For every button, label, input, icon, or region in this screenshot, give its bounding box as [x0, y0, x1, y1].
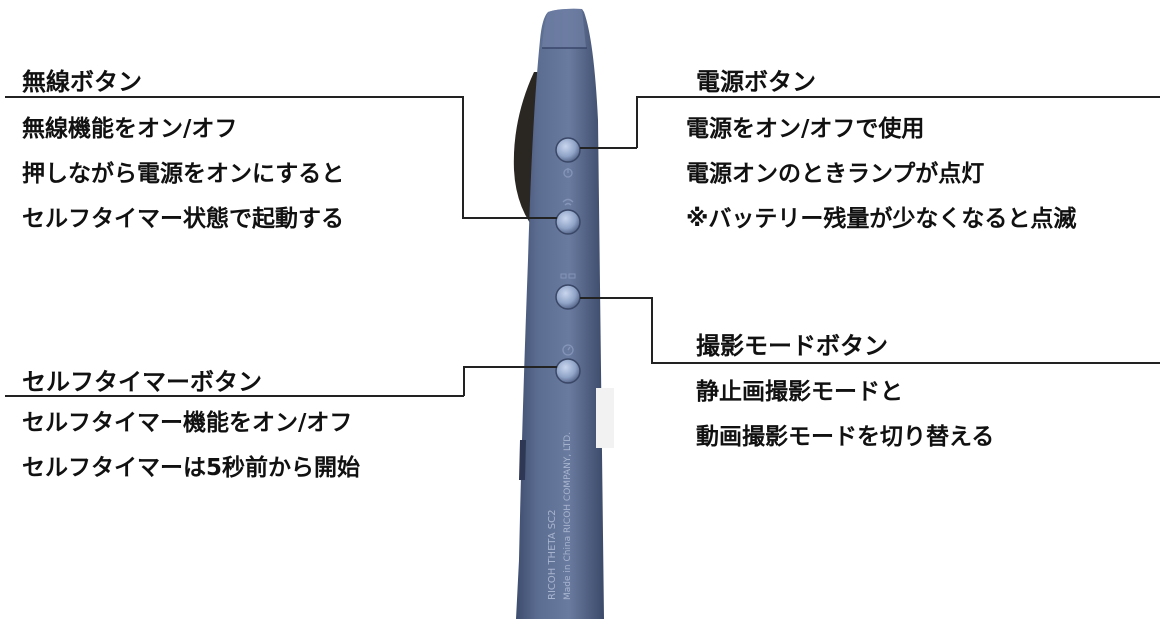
power-desc-line-2: 電源オンのときランプが点灯 — [686, 161, 985, 187]
selftimer-leader-horizontal — [463, 366, 557, 368]
wireless-leader-vertical — [462, 96, 464, 218]
timer-symbol-icon — [562, 344, 574, 356]
camera-body — [516, 8, 604, 619]
power-desc-line-1: 電源をオン/オフで使用 — [686, 116, 925, 142]
wireless-button[interactable] — [555, 209, 581, 235]
mode-button[interactable] — [555, 284, 581, 310]
selftimer-desc-line-2: セルフタイマーは5秒前から開始 — [22, 455, 361, 481]
mode-callout-underline — [651, 362, 1160, 364]
power-desc-line-3: ※バッテリー残量が少なくなると点滅 — [686, 206, 1077, 232]
mode-desc-line-1: 静止画撮影モードと — [696, 379, 903, 405]
wireless-symbol-icon — [562, 198, 574, 206]
wireless-callout-underline — [5, 96, 463, 98]
serial-label — [596, 388, 614, 448]
selftimer-desc-line-1: セルフタイマー機能をオン/オフ — [22, 410, 353, 436]
power-button[interactable] — [555, 137, 581, 163]
wireless-desc-line-3: セルフタイマー状態で起動する — [22, 206, 344, 232]
wireless-callout-title: 無線ボタン — [22, 68, 142, 96]
mode-leader-horizontal — [580, 297, 652, 299]
selftimer-callout-underline — [5, 395, 464, 397]
power-leader-horizontal — [580, 147, 637, 149]
mode-symbol-icon — [560, 273, 576, 279]
wireless-desc-line-2: 押しながら電源をオンにすると — [22, 161, 345, 187]
wireless-desc-line-1: 無線機能をオン/オフ — [22, 116, 238, 142]
power-leader-vertical — [636, 96, 638, 148]
selftimer-leader-vertical — [463, 366, 465, 396]
wireless-leader-horizontal — [462, 217, 557, 219]
mode-desc-line-2: 動画撮影モードを切り替える — [696, 424, 995, 450]
side-imprint-maker: Made in China RICOH COMPANY, LTD. — [563, 432, 573, 600]
selftimer-callout-title: セルフタイマーボタン — [22, 368, 262, 396]
power-callout-title: 電源ボタン — [696, 68, 816, 96]
power-callout-underline — [637, 96, 1160, 98]
selftimer-button[interactable] — [555, 358, 581, 384]
mode-leader-vertical — [651, 297, 653, 363]
side-imprint-model: RICOH THETA SC2 — [547, 510, 558, 600]
mode-callout-title: 撮影モードボタン — [696, 332, 888, 360]
